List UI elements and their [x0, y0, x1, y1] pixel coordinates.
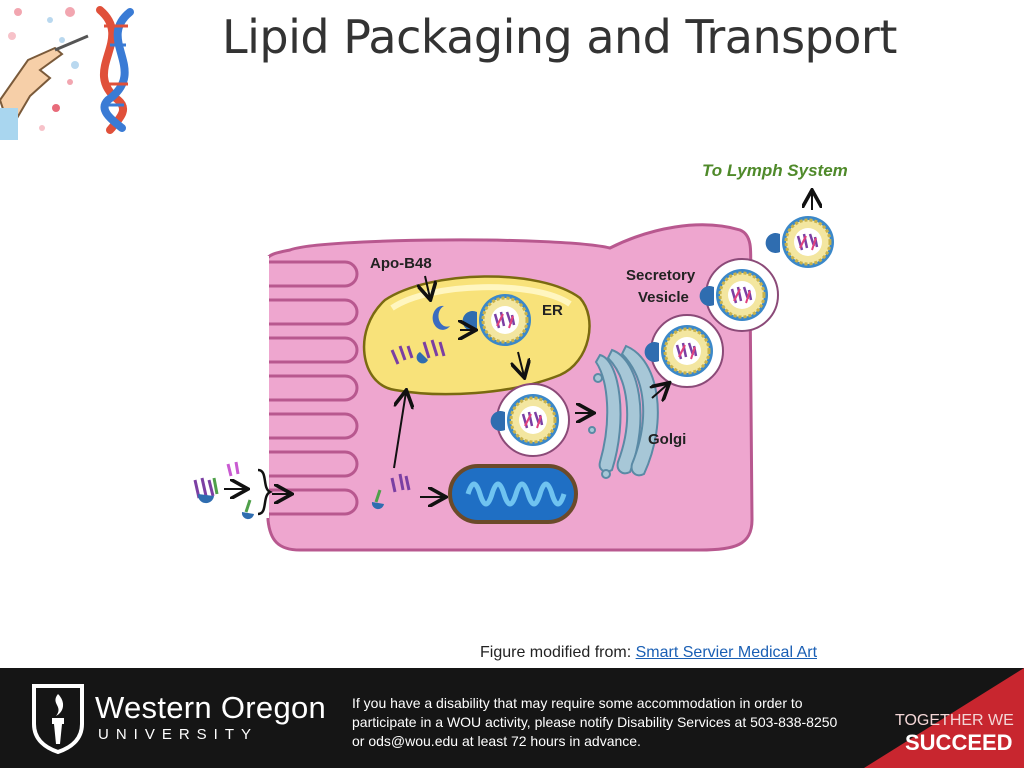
- mitochondrion: [448, 464, 578, 524]
- label-golgi: Golgi: [648, 431, 686, 448]
- red-banner: [864, 668, 1024, 768]
- figure-credit: Figure modified from: Smart Servier Medi…: [480, 644, 817, 662]
- credit-link[interactable]: Smart Servier Medical Art: [635, 644, 818, 661]
- endoplasmic-reticulum: [362, 275, 591, 396]
- torch-shield-icon: [32, 684, 84, 754]
- label-vesicle: Vesicle: [638, 289, 689, 306]
- released-chylomicron: [764, 214, 836, 270]
- slide-title: Lipid Packaging and Transport: [222, 10, 897, 64]
- label-er: ER: [542, 302, 563, 319]
- disability-notice: If you have a disability that may requir…: [352, 695, 838, 749]
- label-secretory: Secretory: [626, 267, 696, 284]
- fatty-acids-outside: [193, 461, 273, 520]
- tagline-line1: TOGETHER WE: [895, 712, 1014, 729]
- org-name: Western Oregon: [95, 690, 327, 725]
- credit-prefix: Figure modified from:: [480, 644, 632, 661]
- footer-bar: Western Oregon UNIVERSITY If you have a …: [0, 668, 1024, 768]
- tagline-line2: SUCCEED: [905, 730, 1013, 755]
- dna-logo-icon: [0, 6, 134, 140]
- label-apo-b48: Apo-B48: [370, 255, 432, 272]
- fatty-acids-inside: [371, 473, 411, 510]
- label-to-lymph: To Lymph System: [702, 161, 848, 180]
- lipid-transport-diagram: Apo-B48 ER Secretory Vesicle Golgi To Ly…: [193, 161, 848, 552]
- org-subtitle: UNIVERSITY: [98, 726, 259, 743]
